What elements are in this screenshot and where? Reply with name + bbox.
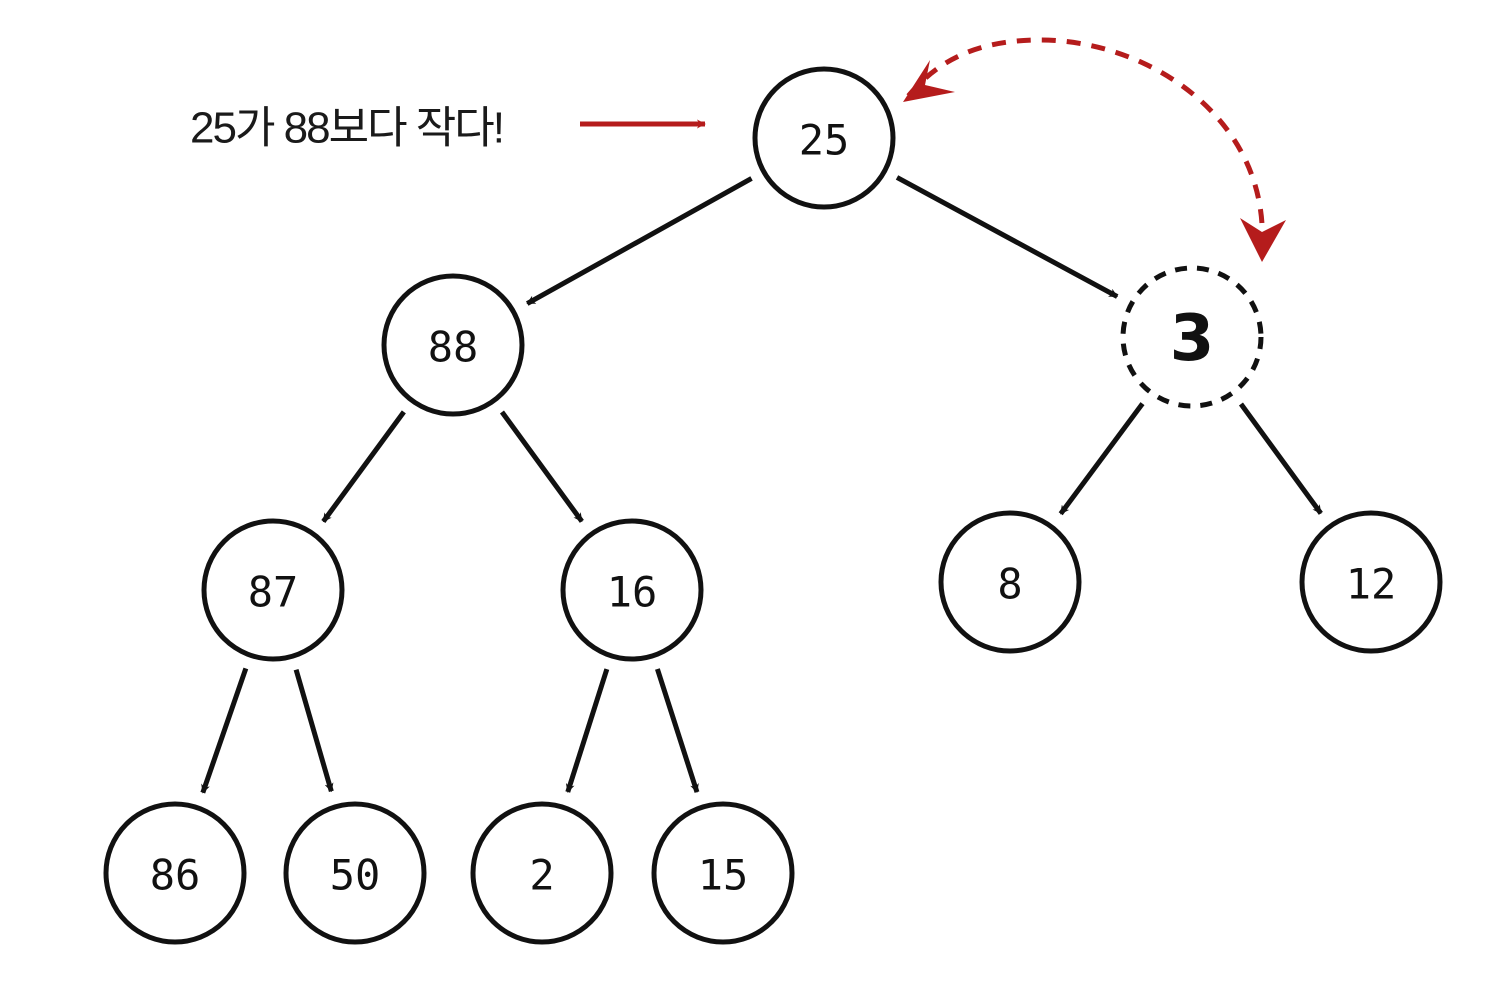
swap-indicator (903, 37, 1286, 262)
node-value: 15 (698, 851, 749, 900)
edge-n87-n86 (200, 667, 249, 794)
tree-node-25: 25 (752, 66, 896, 210)
edge-n3-n12 (1238, 402, 1323, 515)
nodes-layer: 25 88 3 87 16 8 12 86 50 2 15 (103, 66, 1443, 945)
swap-arc (903, 37, 1265, 249)
node-value: 86 (150, 851, 201, 900)
edge-n88-n87 (321, 410, 406, 523)
edge-n16-n2 (565, 668, 610, 793)
edge-n16-n15 (655, 668, 700, 793)
tree-node-12: 12 (1299, 510, 1443, 654)
node-circle (283, 801, 427, 945)
node-value: 25 (799, 116, 850, 165)
node-value: 87 (248, 568, 299, 617)
node-circle (1299, 510, 1443, 654)
tree-node-16: 16 (560, 518, 704, 662)
node-value: 16 (607, 568, 658, 617)
node-value: 8 (997, 560, 1022, 609)
comparison-note-text: 25가 88보다 작다! (190, 104, 503, 153)
edges-layer (200, 175, 1323, 794)
comparison-note: 25가 88보다 작다! (190, 104, 706, 153)
node-value: 12 (1346, 560, 1397, 609)
swap-arrowhead-to-root (903, 60, 955, 102)
tree-node-86: 86 (103, 801, 247, 945)
edge-n88-n16 (499, 410, 584, 523)
node-circle (1120, 265, 1264, 409)
edge-n87-n50 (293, 669, 334, 793)
node-circle (201, 518, 345, 662)
tree-node-2: 2 (470, 801, 614, 945)
node-value: 88 (428, 323, 479, 372)
node-value: 2 (529, 851, 554, 900)
tree-node-87: 87 (201, 518, 345, 662)
edge-n25-n88 (526, 176, 753, 306)
swap-arrowhead-to-child (1240, 218, 1286, 262)
tree-node-88: 88 (381, 273, 525, 417)
node-circle (560, 518, 704, 662)
node-circle (752, 66, 896, 210)
tree-node-3: 3 (1120, 265, 1264, 409)
node-circle (938, 510, 1082, 654)
node-circle (381, 273, 525, 417)
tree-node-15: 15 (651, 801, 795, 945)
node-value: 3 (1170, 302, 1215, 376)
tree-node-8: 8 (938, 510, 1082, 654)
edge-n25-n3 (895, 175, 1119, 299)
node-circle (651, 801, 795, 945)
edge-n3-n8 (1058, 402, 1145, 516)
tree-node-50: 50 (283, 801, 427, 945)
node-value: 50 (330, 851, 381, 900)
node-circle (470, 801, 614, 945)
node-circle (103, 801, 247, 945)
